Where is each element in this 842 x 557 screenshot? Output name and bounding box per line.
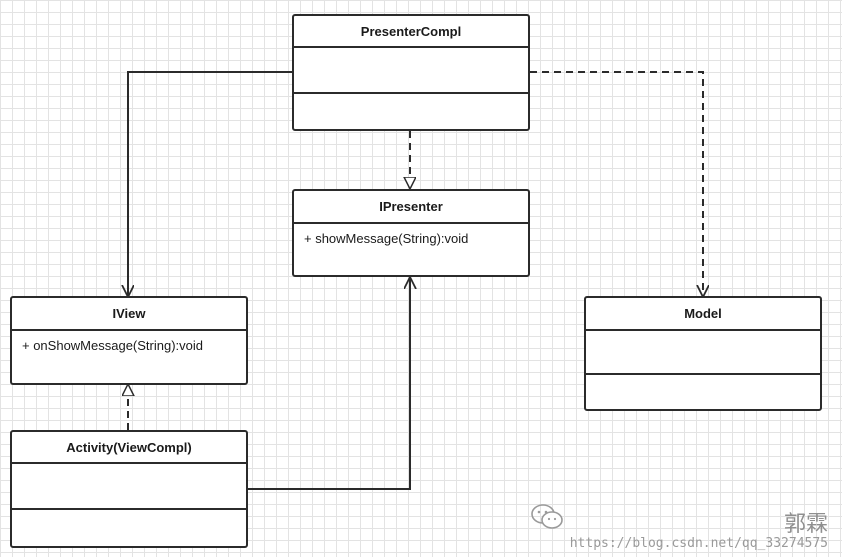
attributes-compartment (294, 46, 528, 92)
operation: + showMessage(String):void (304, 231, 469, 246)
class-ipresenter[interactable]: IPresenter + showMessage(String):void (292, 189, 530, 277)
class-name: Activity(ViewCompl) (66, 439, 192, 455)
operation: + onShowMessage(String):void (22, 338, 204, 353)
class-name: PresenterCompl (360, 23, 462, 39)
link-activity-to-ipresenter (247, 278, 410, 490)
watermark: 郭霖 https://blog.csdn.net/qq_33274575 (530, 503, 828, 551)
attributes-compartment (586, 329, 820, 373)
class-model[interactable]: Model (584, 296, 822, 411)
class-name: Model (684, 306, 722, 321)
class-presentercompl[interactable]: PresenterCompl (292, 14, 530, 131)
watermark-author: 郭霖 (783, 512, 828, 537)
link-presenter-to-model (530, 71, 703, 296)
operations-compartment: + onShowMessage(String):void (12, 329, 246, 383)
class-name: IPresenter (379, 199, 443, 214)
class-iview[interactable]: IView + onShowMessage(String):void (10, 296, 248, 385)
operations-compartment (586, 373, 820, 409)
class-activity-viewcompl[interactable]: Activity(ViewCompl) (10, 430, 248, 548)
watermark-url: https://blog.csdn.net/qq_33274575 (569, 536, 828, 551)
class-name: IView (112, 306, 146, 321)
operations-compartment (294, 92, 528, 129)
attributes-compartment (12, 462, 246, 508)
operations-compartment (12, 508, 246, 546)
wechat-icon (530, 504, 563, 529)
link-presenter-to-iview (128, 71, 293, 296)
operations-compartment: + showMessage(String):void (294, 222, 528, 275)
